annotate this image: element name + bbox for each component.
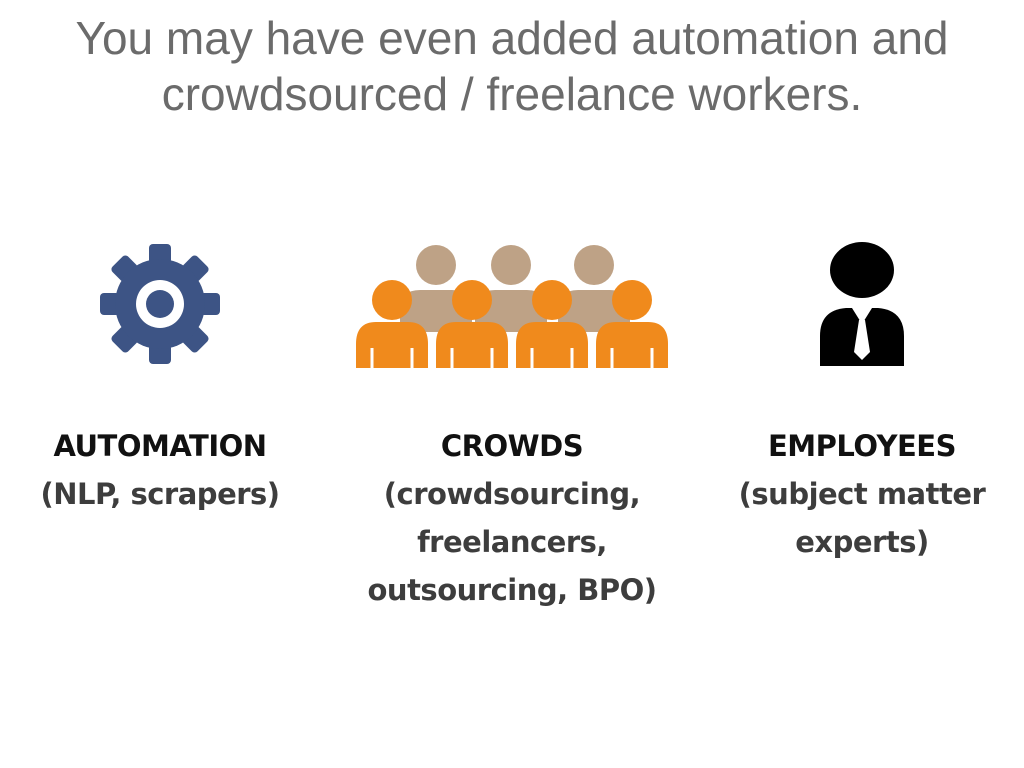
slide-title-line-1: You may have even added automation and xyxy=(75,12,949,64)
crowds-description-line-1: (crowdsourcing, xyxy=(383,477,641,511)
employees-heading: EMPLOYEES xyxy=(768,429,957,463)
employees-text: EMPLOYEES (subject matter experts) xyxy=(692,422,1024,566)
crowds-column: CROWDS (crowdsourcing, freelancers, outs… xyxy=(342,240,682,614)
automation-column: AUTOMATION (NLP, scrapers) xyxy=(0,240,330,518)
crowds-description-line-2: freelancers, xyxy=(417,525,607,559)
crowds-heading: CROWDS xyxy=(440,429,584,463)
crowd-icon-wrap xyxy=(342,240,682,368)
automation-text: AUTOMATION (NLP, scrapers) xyxy=(0,422,330,518)
employees-description: (subject matter experts) xyxy=(692,470,1024,566)
automation-description-line: (NLP, scrapers) xyxy=(40,477,280,511)
employees-description-line-2: experts) xyxy=(795,525,929,559)
crowds-text: CROWDS (crowdsourcing, freelancers, outs… xyxy=(342,422,682,614)
employee-icon-wrap xyxy=(692,240,1024,368)
employees-description-line-1: (subject matter xyxy=(738,477,986,511)
gear-icon-wrap xyxy=(0,240,330,368)
employees-column: EMPLOYEES (subject matter experts) xyxy=(692,240,1024,566)
slide-title-line-2: crowdsourced / freelance workers. xyxy=(161,68,863,120)
crowds-description: (crowdsourcing, freelancers, outsourcing… xyxy=(342,470,682,614)
automation-description: (NLP, scrapers) xyxy=(0,470,330,518)
employee-icon xyxy=(820,242,904,366)
gear-icon xyxy=(100,244,220,364)
crowds-description-line-3: outsourcing, BPO) xyxy=(367,573,657,607)
automation-heading: AUTOMATION xyxy=(53,429,267,463)
slide-title: You may have even added automation and c… xyxy=(20,10,1004,122)
crowd-icon xyxy=(356,245,668,368)
